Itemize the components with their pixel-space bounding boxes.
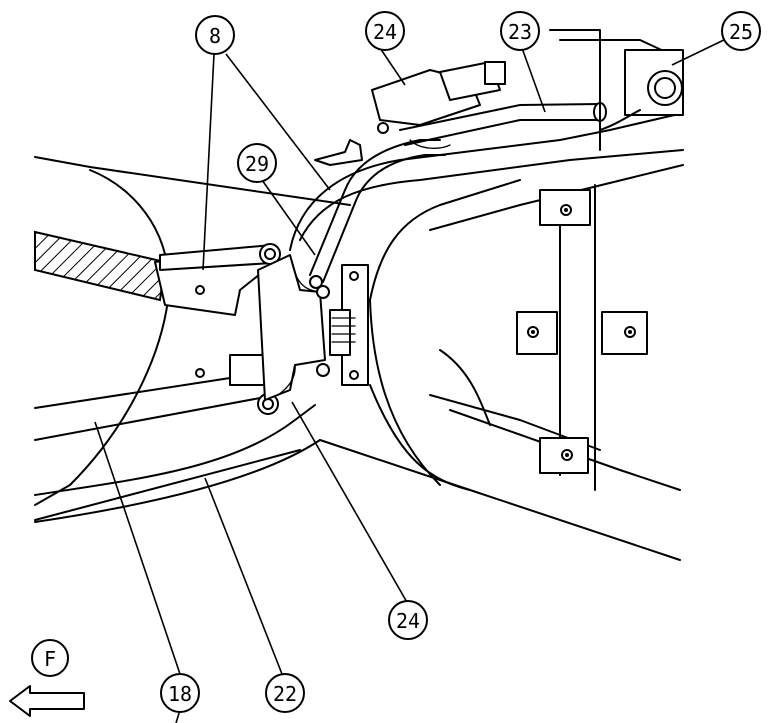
callout-23: 23 bbox=[500, 11, 540, 51]
upper-component-24 bbox=[371, 61, 506, 134]
hatched-section bbox=[34, 230, 167, 302]
frame-part-25 bbox=[549, 29, 684, 151]
front-indicator: F bbox=[9, 639, 85, 717]
callout-24-bottom-label: 24 bbox=[396, 609, 420, 633]
callout-24-bottom: 24 bbox=[388, 600, 428, 640]
callout-8-label: 8 bbox=[209, 24, 221, 48]
callout-24-top-label: 24 bbox=[373, 20, 397, 44]
frame-tube-18 bbox=[34, 354, 293, 441]
leader-lines bbox=[94, 37, 729, 723]
callout-18: 18 bbox=[160, 673, 200, 713]
callout-25-label: 25 bbox=[729, 20, 753, 44]
front-label: F bbox=[44, 647, 56, 671]
central-mount-plate bbox=[257, 254, 369, 401]
callout-8: 8 bbox=[195, 15, 235, 55]
callout-25: 25 bbox=[721, 11, 761, 51]
hose-29 bbox=[309, 139, 446, 289]
callout-29-label: 29 bbox=[245, 152, 269, 176]
callout-23-label: 23 bbox=[508, 20, 532, 44]
left-bracket-plate bbox=[154, 243, 281, 378]
callout-18-label: 18 bbox=[168, 682, 192, 706]
callout-22-label: 22 bbox=[273, 682, 297, 706]
callout-22: 22 bbox=[265, 673, 305, 713]
frame-brackets bbox=[516, 189, 648, 474]
top-bracket bbox=[314, 139, 451, 166]
front-arrow-icon bbox=[9, 685, 85, 717]
callout-24-top: 24 bbox=[365, 11, 405, 51]
frame-tube-22 bbox=[34, 393, 321, 523]
callout-29: 29 bbox=[237, 143, 277, 183]
